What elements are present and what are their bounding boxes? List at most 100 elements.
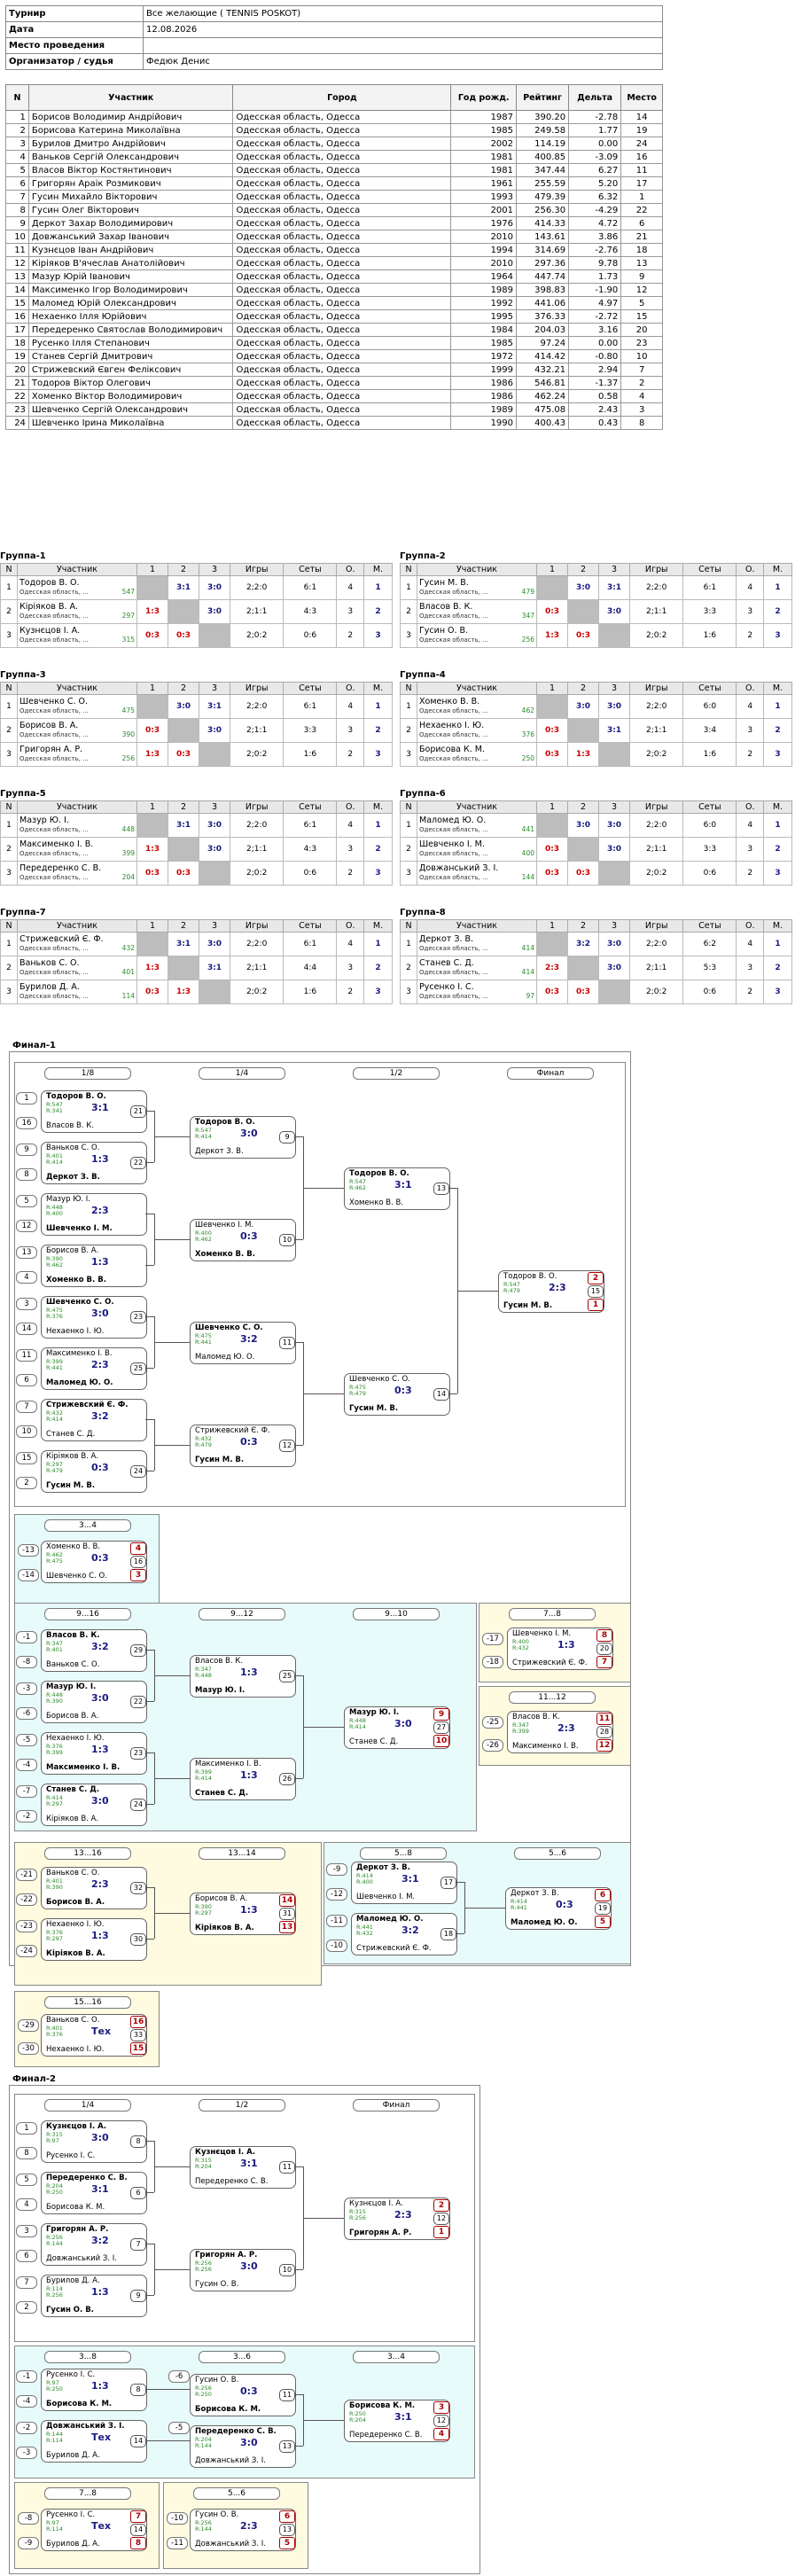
match-rating1: R:256	[46, 2234, 63, 2241]
seed-label: 4	[16, 2198, 37, 2211]
seed-label: 3	[16, 1298, 37, 1310]
match-player2: Борисова К. М.	[46, 2203, 105, 2212]
match-rating1: R:399	[195, 1768, 212, 1776]
participant-name: Станев С. Д.	[419, 958, 474, 968]
group-place: 2	[363, 599, 393, 624]
round-label: 11...12	[509, 1691, 596, 1704]
group-sets: 6:1	[283, 932, 338, 956]
match-player2: Довжанський З. І.	[195, 2540, 266, 2549]
group-column-header: Сеты	[283, 682, 338, 695]
connector-line	[145, 1804, 154, 1805]
group-title: Группа-7	[0, 908, 46, 917]
group-place: 3	[763, 980, 792, 1004]
seed-label: -2	[16, 2422, 37, 2434]
player-cell: 5	[620, 296, 663, 310]
seed-label: 5	[16, 2174, 37, 2186]
group-column-header: 2	[567, 800, 599, 814]
player-cell: Шевченко Ірина Миколаївна	[27, 416, 234, 430]
group-result-cell: 0:3	[136, 623, 168, 648]
seed-label: -18	[482, 1656, 503, 1668]
group-games: 2;0:2	[628, 980, 684, 1004]
group-place: 3	[763, 861, 792, 886]
group-row-number: 1	[400, 932, 417, 956]
group-column-header: О.	[736, 682, 765, 695]
match-player2: Довжанський З. І.	[195, 2456, 266, 2465]
match-rating2: R:114	[46, 2437, 63, 2444]
group-place: 3	[363, 980, 393, 1004]
match-player2: Хоменко В. В.	[46, 1276, 106, 1284]
connector-line	[154, 1778, 190, 1779]
match-player1: Шевченко І. М.	[195, 1221, 254, 1229]
connector-line	[294, 1239, 303, 1240]
match-player1: Мазур Ю. І.	[46, 1195, 90, 1204]
match-rating1: R:414	[46, 1794, 63, 1801]
group-sets: 6:1	[283, 575, 338, 600]
participant-city: Одесская область, ...	[419, 826, 488, 833]
match-rating1: R:448	[46, 1691, 63, 1698]
match-player2: Нехаенко І. Ю.	[46, 2045, 105, 2054]
group-column-header: Сеты	[283, 800, 338, 814]
group-column-header: N	[400, 800, 417, 814]
player-cell: 23	[620, 336, 663, 350]
match-player2: Григорян А. Р.	[349, 2229, 412, 2237]
match-number: 9	[279, 1131, 295, 1144]
